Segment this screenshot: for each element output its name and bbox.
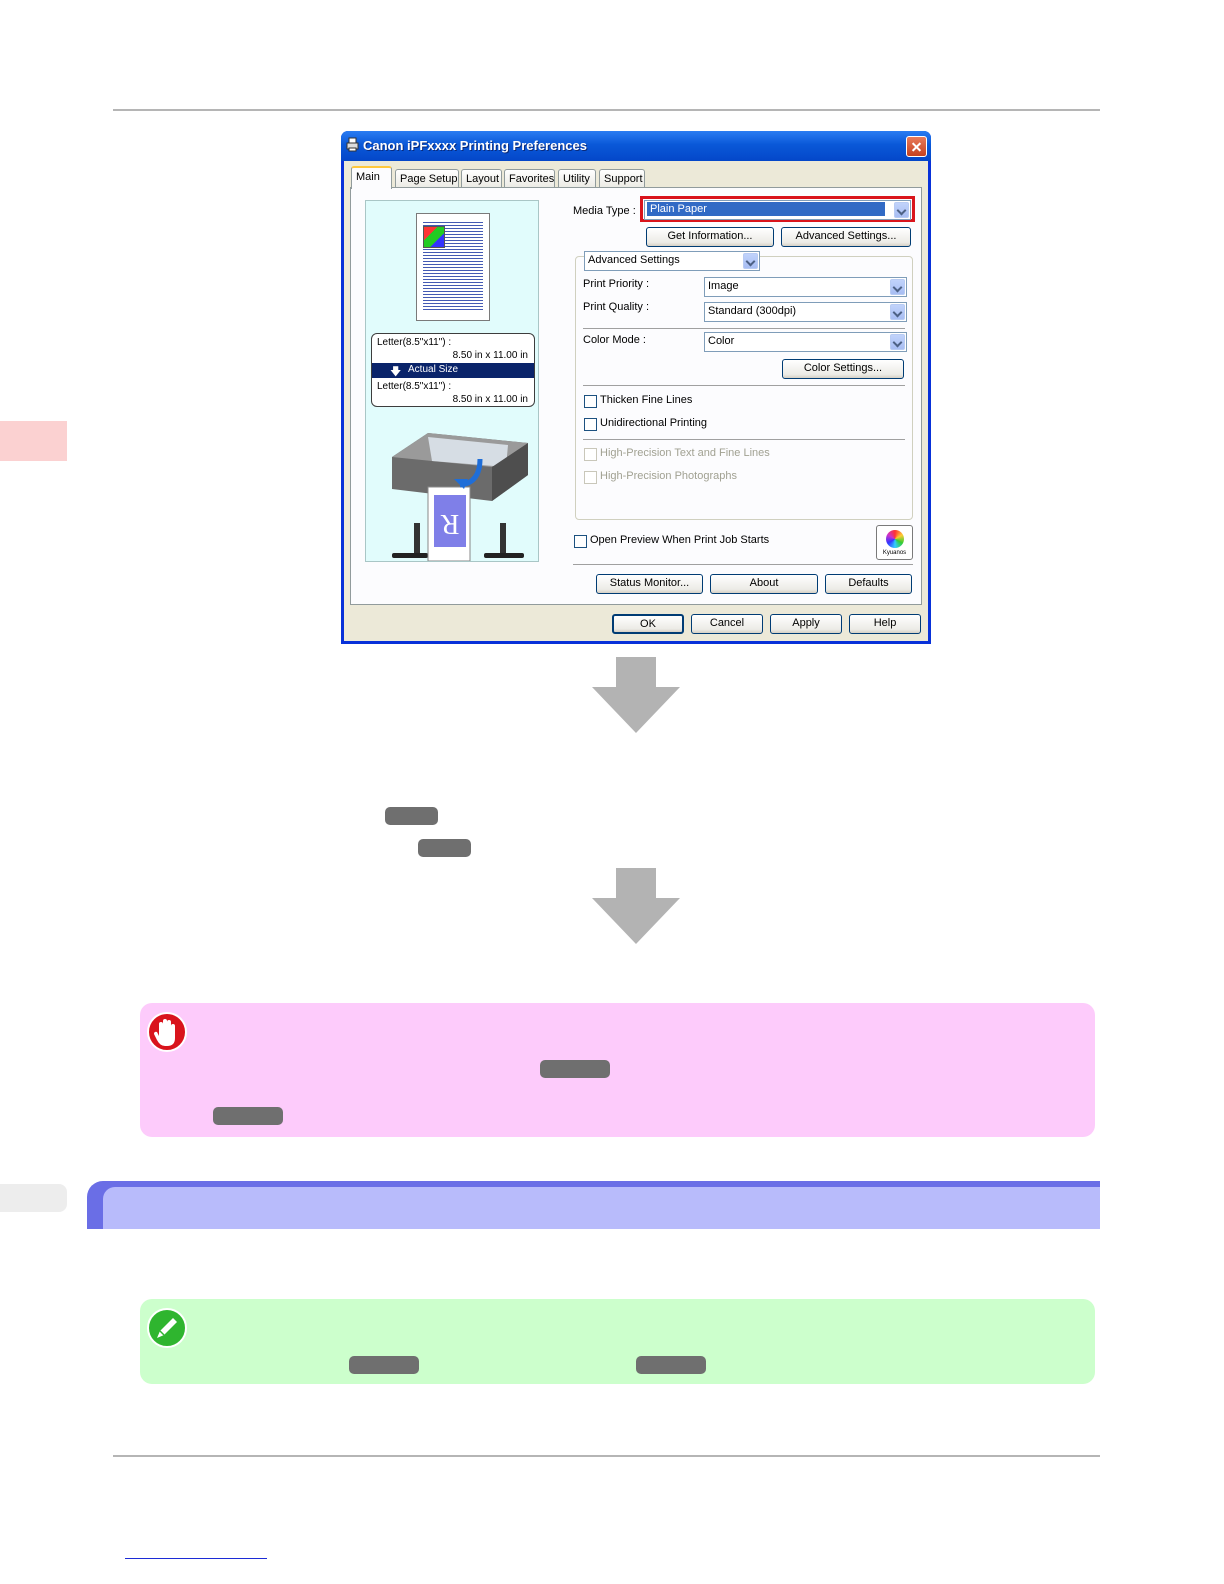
footer-link[interactable] (125, 1558, 267, 1559)
printer-illustration: R (392, 433, 528, 561)
chevron-down-icon[interactable] (743, 253, 758, 269)
status-monitor-button[interactable]: Status Monitor... (596, 574, 703, 594)
color-mode-label: Color Mode : (583, 334, 646, 346)
section-header-fill (103, 1187, 1100, 1229)
settings-mode-select[interactable]: Advanced Settings (584, 251, 760, 271)
divider (573, 564, 913, 565)
tab-utility[interactable]: Utility (558, 169, 596, 187)
stop-hand-icon (147, 1012, 187, 1052)
tab-support[interactable]: Support (599, 169, 645, 187)
original-size-dims: 8.50 in x 11.00 in (452, 350, 528, 361)
chevron-down-icon[interactable] (894, 202, 909, 218)
chevron-down-icon[interactable] (890, 279, 905, 295)
divider (583, 385, 905, 386)
arrow-down-icon: 🡇 (390, 366, 402, 378)
thicken-fine-lines-checkbox[interactable] (584, 395, 597, 408)
open-preview-label[interactable]: Open Preview When Print Job Starts (590, 534, 770, 546)
tab-layout[interactable]: Layout (461, 169, 502, 187)
dialog-title: Canon iPFxxxx Printing Preferences (363, 138, 587, 153)
svg-text:R: R (440, 508, 459, 539)
important-callout (140, 1003, 1095, 1137)
color-wheel-icon (886, 530, 904, 548)
chevron-down-icon[interactable] (890, 334, 905, 350)
output-size-label: Letter(8.5"x11") : (377, 381, 452, 392)
page-reference-badge[interactable] (636, 1356, 706, 1374)
tab-favorites[interactable]: Favorites (504, 169, 555, 187)
thicken-fine-lines-label[interactable]: Thicken Fine Lines (600, 394, 693, 406)
original-size-label: Letter(8.5"x11") : (377, 337, 452, 348)
about-button[interactable]: About (710, 574, 818, 594)
print-quality-label: Print Quality : (583, 301, 650, 313)
dialog-body: Main Page Setup Layout Favorites Utility… (344, 161, 928, 641)
page-reference-badge[interactable] (349, 1356, 419, 1374)
print-priority-label: Print Priority : (583, 278, 650, 290)
high-precision-photos-checkbox[interactable] (584, 471, 597, 484)
main-tab-panel: Letter(8.5"x11") : 8.50 in x 11.00 in 🡇 … (350, 187, 922, 605)
defaults-button[interactable]: Defaults (825, 574, 912, 594)
media-type-value: Plain Paper (647, 202, 885, 216)
paper-size-summary: Letter(8.5"x11") : 8.50 in x 11.00 in 🡇 … (371, 333, 535, 407)
section-header-bar (87, 1181, 1100, 1229)
kyuanos-button[interactable]: Kyuanos (876, 525, 913, 560)
ok-button[interactable]: OK (612, 614, 684, 634)
color-mode-value: Color (708, 335, 735, 347)
color-settings-button[interactable]: Color Settings... (782, 359, 904, 379)
pencil-note-icon (147, 1308, 187, 1348)
page-preview-image (416, 213, 490, 321)
high-precision-text-checkbox[interactable] (584, 448, 597, 461)
top-rule (113, 109, 1100, 111)
divider (583, 328, 905, 329)
cancel-button[interactable]: Cancel (691, 614, 763, 634)
note-callout (140, 1299, 1095, 1384)
dialog-title-bar[interactable]: Canon iPFxxxx Printing Preferences (341, 131, 931, 161)
high-precision-photos-label: High-Precision Photographs (600, 470, 737, 482)
media-type-highlight (640, 196, 915, 222)
bottom-rule (113, 1455, 1100, 1457)
media-type-select[interactable]: Plain Paper (644, 200, 911, 220)
chapter-side-tab (0, 421, 67, 461)
kyuanos-label: Kyuanos (882, 550, 907, 556)
help-button[interactable]: Help (849, 614, 921, 634)
page-reference-badge[interactable] (385, 807, 438, 825)
image-thumbnail-icon (423, 226, 445, 248)
print-priority-value: Image (708, 280, 739, 292)
page-reference-badge[interactable] (213, 1107, 283, 1125)
section-side-tab (0, 1184, 67, 1212)
open-preview-checkbox[interactable] (574, 535, 587, 548)
printer-icon (346, 137, 359, 152)
chevron-down-icon[interactable] (890, 304, 905, 320)
high-precision-text-label: High-Precision Text and Fine Lines (600, 447, 770, 459)
unidirectional-printing-label[interactable]: Unidirectional Printing (600, 417, 707, 429)
advanced-settings-button[interactable]: Advanced Settings... (781, 227, 911, 247)
page-reference-badge[interactable] (418, 839, 471, 857)
print-preview-area: Letter(8.5"x11") : 8.50 in x 11.00 in 🡇 … (365, 200, 539, 562)
down-arrow-icon (592, 868, 680, 944)
color-mode-select[interactable]: Color (704, 332, 907, 352)
media-type-label: Media Type : (573, 205, 636, 217)
tab-main[interactable]: Main (351, 166, 392, 189)
tab-page-setup[interactable]: Page Setup (395, 169, 459, 187)
output-size-dims: 8.50 in x 11.00 in (452, 394, 528, 405)
print-priority-select[interactable]: Image (704, 277, 907, 297)
down-arrow-icon (592, 657, 680, 733)
apply-button[interactable]: Apply (770, 614, 842, 634)
scaling-label: Actual Size (408, 364, 459, 375)
get-information-button[interactable]: Get Information... (646, 227, 774, 247)
divider (583, 439, 905, 440)
settings-mode-value: Advanced Settings (588, 254, 680, 266)
page-reference-badge[interactable] (540, 1060, 610, 1078)
print-quality-value: Standard (300dpi) (708, 305, 797, 317)
print-quality-select[interactable]: Standard (300dpi) (704, 302, 907, 322)
scaling-band: 🡇 Actual Size (372, 363, 534, 378)
unidirectional-printing-checkbox[interactable] (584, 418, 597, 431)
printing-preferences-dialog: Canon iPFxxxx Printing Preferences Main … (341, 131, 931, 644)
close-icon[interactable] (906, 136, 927, 157)
